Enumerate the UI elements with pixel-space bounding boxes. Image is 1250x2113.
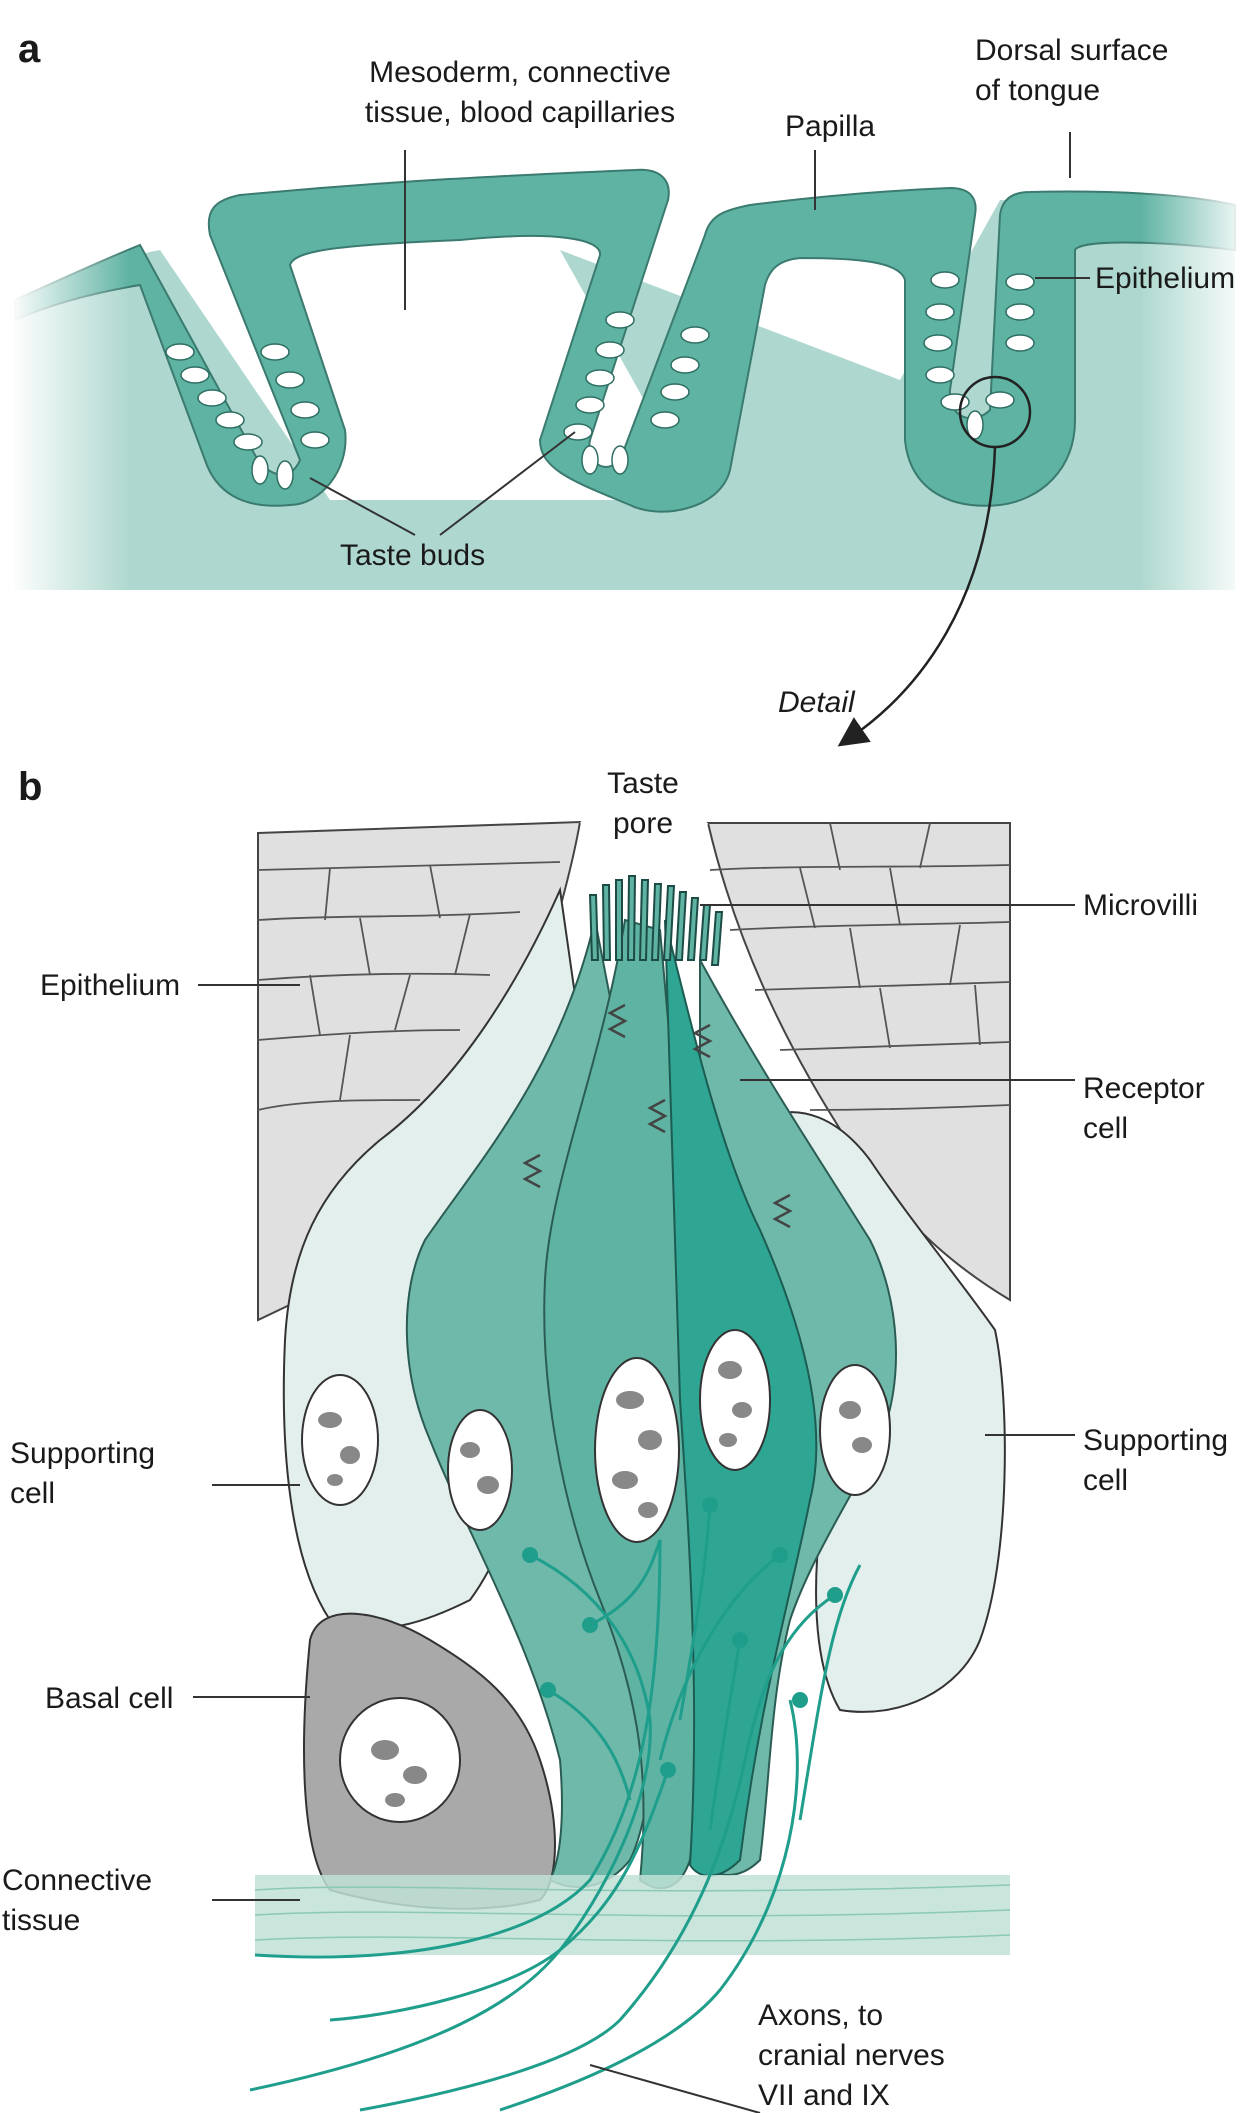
tight-junctions xyxy=(522,1003,793,1229)
nerve-fibers xyxy=(249,1504,862,2112)
axons-label-line3: VII and IX xyxy=(758,2079,890,2112)
microvilli xyxy=(588,875,724,966)
taste-pore-label-line1: Taste xyxy=(607,767,679,800)
dorsal-surface-label-line2: of tongue xyxy=(975,74,1100,107)
taste-buds-label: Taste buds xyxy=(340,539,485,572)
connective-tissue-label-line2: tissue xyxy=(2,1904,80,1937)
panel-b-letter: b xyxy=(18,765,42,809)
epithelium-label-a: Epithelium xyxy=(1095,262,1235,295)
basal-cell-label: Basal cell xyxy=(45,1682,173,1715)
nerve-endings xyxy=(522,1497,843,1778)
microvilli-label: Microvilli xyxy=(1083,889,1198,922)
taste-pore-channel xyxy=(580,822,708,910)
basal-cell-nucleus xyxy=(339,1697,461,1823)
panel-a-letter: a xyxy=(18,27,41,71)
epithelium-cell-lines xyxy=(257,822,1011,1111)
taste-pore-label-line2: pore xyxy=(613,807,673,840)
taste-bud-ovals xyxy=(165,271,1035,490)
axons-label-line2: cranial nerves xyxy=(758,2039,945,2072)
papilla-label: Papilla xyxy=(785,110,875,143)
supporting-cell-right-label-line1: Supporting xyxy=(1083,1424,1228,1457)
panel-a: a xyxy=(10,27,1250,747)
detail-label: Detail xyxy=(778,686,856,719)
epithelium-label-b: Epithelium xyxy=(40,969,180,1002)
axons-label-line1: Axons, to xyxy=(758,1999,883,2032)
supporting-cell-left-label-line1: Supporting xyxy=(10,1437,155,1470)
supporting-cell-left-label-line2: cell xyxy=(10,1477,55,1510)
receptor-cell-label-line2: cell xyxy=(1083,1112,1128,1145)
dorsal-surface-label-line1: Dorsal surface xyxy=(975,34,1168,67)
receptor-cell-label-line1: Receptor xyxy=(1083,1072,1205,1105)
mesoderm-label-line1: Mesoderm, connective xyxy=(369,56,671,89)
connective-tissue-label-line1: Connective xyxy=(2,1864,152,1897)
detail-arrow xyxy=(837,446,997,747)
mesoderm-label-line2: tissue, blood capillaries xyxy=(365,96,675,129)
supporting-cell-right-label-line2: cell xyxy=(1083,1464,1128,1497)
panel-b: b xyxy=(2,765,1228,2113)
chromatin-spots xyxy=(318,1361,872,1807)
cell-nuclei xyxy=(301,1329,891,1543)
